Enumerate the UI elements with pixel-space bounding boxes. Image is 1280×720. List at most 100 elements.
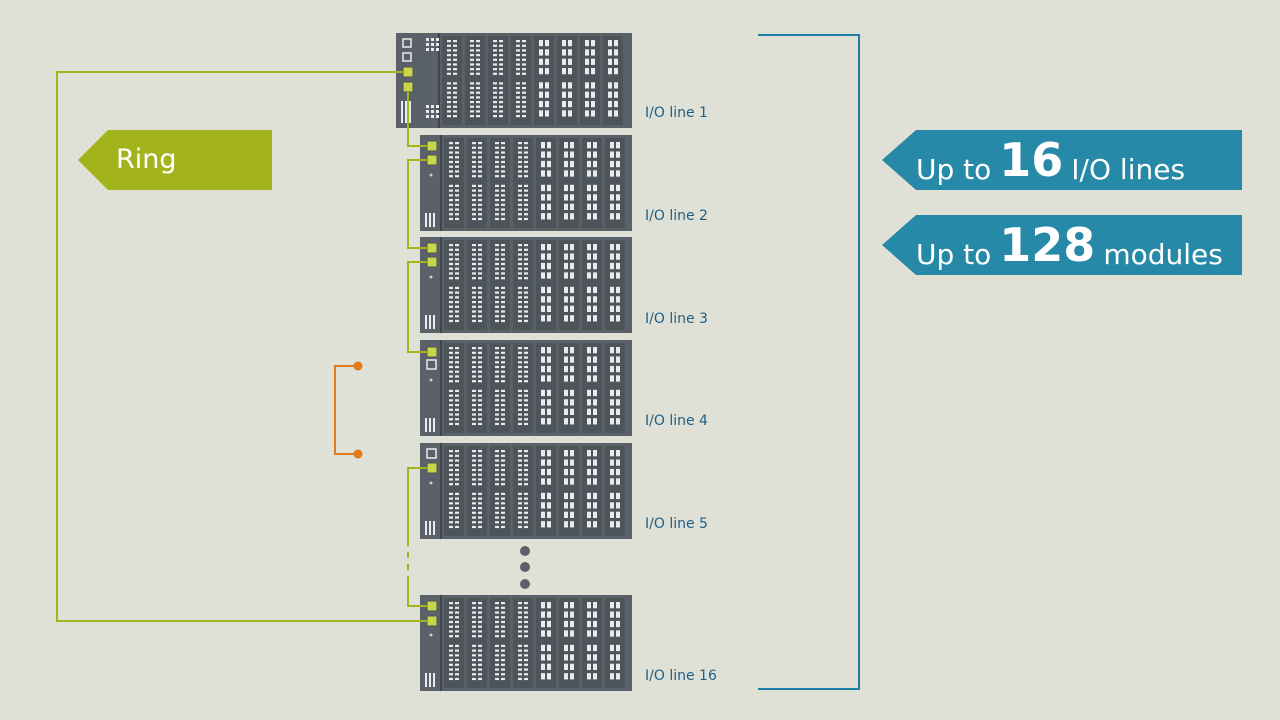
ring-wire bbox=[56, 71, 427, 622]
terminal bbox=[495, 296, 499, 299]
terminal bbox=[564, 184, 568, 192]
io-module bbox=[444, 598, 464, 688]
terminal bbox=[541, 521, 545, 528]
terminal bbox=[499, 68, 503, 71]
terminal bbox=[518, 253, 522, 256]
terminal bbox=[501, 473, 505, 476]
terminal bbox=[501, 616, 505, 619]
terminal bbox=[455, 497, 459, 500]
io-module bbox=[559, 446, 579, 536]
terminal bbox=[478, 217, 482, 221]
terminal bbox=[593, 511, 597, 518]
terminal bbox=[547, 630, 551, 637]
terminal bbox=[501, 361, 505, 364]
terminal bbox=[541, 478, 545, 485]
terminal bbox=[562, 91, 566, 98]
io-module bbox=[536, 343, 556, 433]
terminal bbox=[541, 663, 545, 670]
terminal bbox=[431, 105, 434, 108]
terminal bbox=[518, 644, 522, 647]
terminal bbox=[524, 663, 528, 666]
terminal bbox=[431, 115, 434, 118]
terminal bbox=[499, 105, 503, 108]
terminal bbox=[587, 203, 591, 210]
terminal bbox=[478, 165, 482, 168]
terminal bbox=[610, 418, 614, 425]
terminal bbox=[449, 511, 453, 514]
terminal bbox=[495, 146, 499, 149]
terminal bbox=[518, 450, 522, 453]
terminal bbox=[455, 521, 459, 524]
terminal bbox=[541, 305, 545, 312]
terminal bbox=[564, 286, 568, 294]
terminal bbox=[447, 68, 451, 71]
terminal bbox=[429, 315, 431, 329]
terminal bbox=[472, 267, 476, 270]
terminal bbox=[570, 160, 574, 168]
terminal bbox=[436, 115, 439, 118]
terminal bbox=[501, 611, 505, 614]
terminal bbox=[518, 189, 522, 192]
terminal bbox=[564, 315, 568, 322]
terminal bbox=[472, 389, 476, 392]
terminal bbox=[616, 203, 620, 210]
terminal bbox=[501, 277, 505, 280]
terminal bbox=[478, 184, 482, 187]
terminal bbox=[524, 319, 528, 323]
terminal bbox=[593, 253, 597, 260]
terminal bbox=[524, 408, 528, 411]
terminal bbox=[499, 44, 503, 47]
terminal bbox=[472, 319, 476, 323]
terminal bbox=[585, 110, 589, 117]
terminal bbox=[547, 511, 551, 518]
terminal bbox=[455, 516, 459, 519]
terminal bbox=[614, 100, 618, 108]
io-line-4-label: I/O line 4 bbox=[645, 413, 708, 429]
terminal bbox=[449, 602, 453, 605]
terminal bbox=[518, 310, 522, 313]
terminal bbox=[449, 478, 453, 481]
terminal bbox=[495, 351, 499, 354]
terminal bbox=[453, 63, 457, 66]
terminal bbox=[478, 315, 482, 318]
terminal bbox=[455, 267, 459, 270]
terminal bbox=[564, 663, 568, 670]
terminal bbox=[501, 175, 505, 178]
terminal bbox=[585, 40, 589, 47]
terminal bbox=[495, 170, 499, 173]
rack-divider bbox=[438, 33, 440, 128]
terminal bbox=[449, 156, 453, 159]
terminal bbox=[501, 194, 505, 197]
terminal bbox=[453, 100, 457, 104]
terminal bbox=[478, 408, 482, 411]
terminal bbox=[545, 91, 549, 98]
terminal bbox=[587, 459, 591, 466]
terminal bbox=[541, 389, 545, 397]
terminal bbox=[476, 40, 480, 43]
modules-number: 128 bbox=[999, 218, 1096, 272]
terminal bbox=[501, 319, 505, 323]
terminal bbox=[570, 170, 574, 177]
terminal bbox=[587, 253, 591, 260]
terminal bbox=[616, 286, 620, 294]
terminal bbox=[610, 170, 614, 177]
terminal bbox=[455, 351, 459, 354]
terminal bbox=[449, 677, 453, 681]
terminal bbox=[478, 198, 482, 202]
terminal bbox=[449, 418, 453, 421]
io-module bbox=[444, 343, 464, 433]
terminal bbox=[524, 165, 528, 168]
terminal bbox=[518, 606, 522, 609]
terminal bbox=[470, 40, 474, 43]
terminal bbox=[547, 478, 551, 485]
terminal bbox=[518, 248, 522, 251]
terminal bbox=[472, 602, 476, 605]
terminal bbox=[518, 160, 522, 164]
terminal bbox=[501, 511, 505, 514]
terminal bbox=[495, 611, 499, 614]
terminal bbox=[476, 58, 480, 61]
terminal bbox=[593, 408, 597, 415]
terminal bbox=[616, 602, 620, 609]
modules-suffix: modules bbox=[1103, 238, 1223, 271]
terminal bbox=[587, 511, 591, 518]
